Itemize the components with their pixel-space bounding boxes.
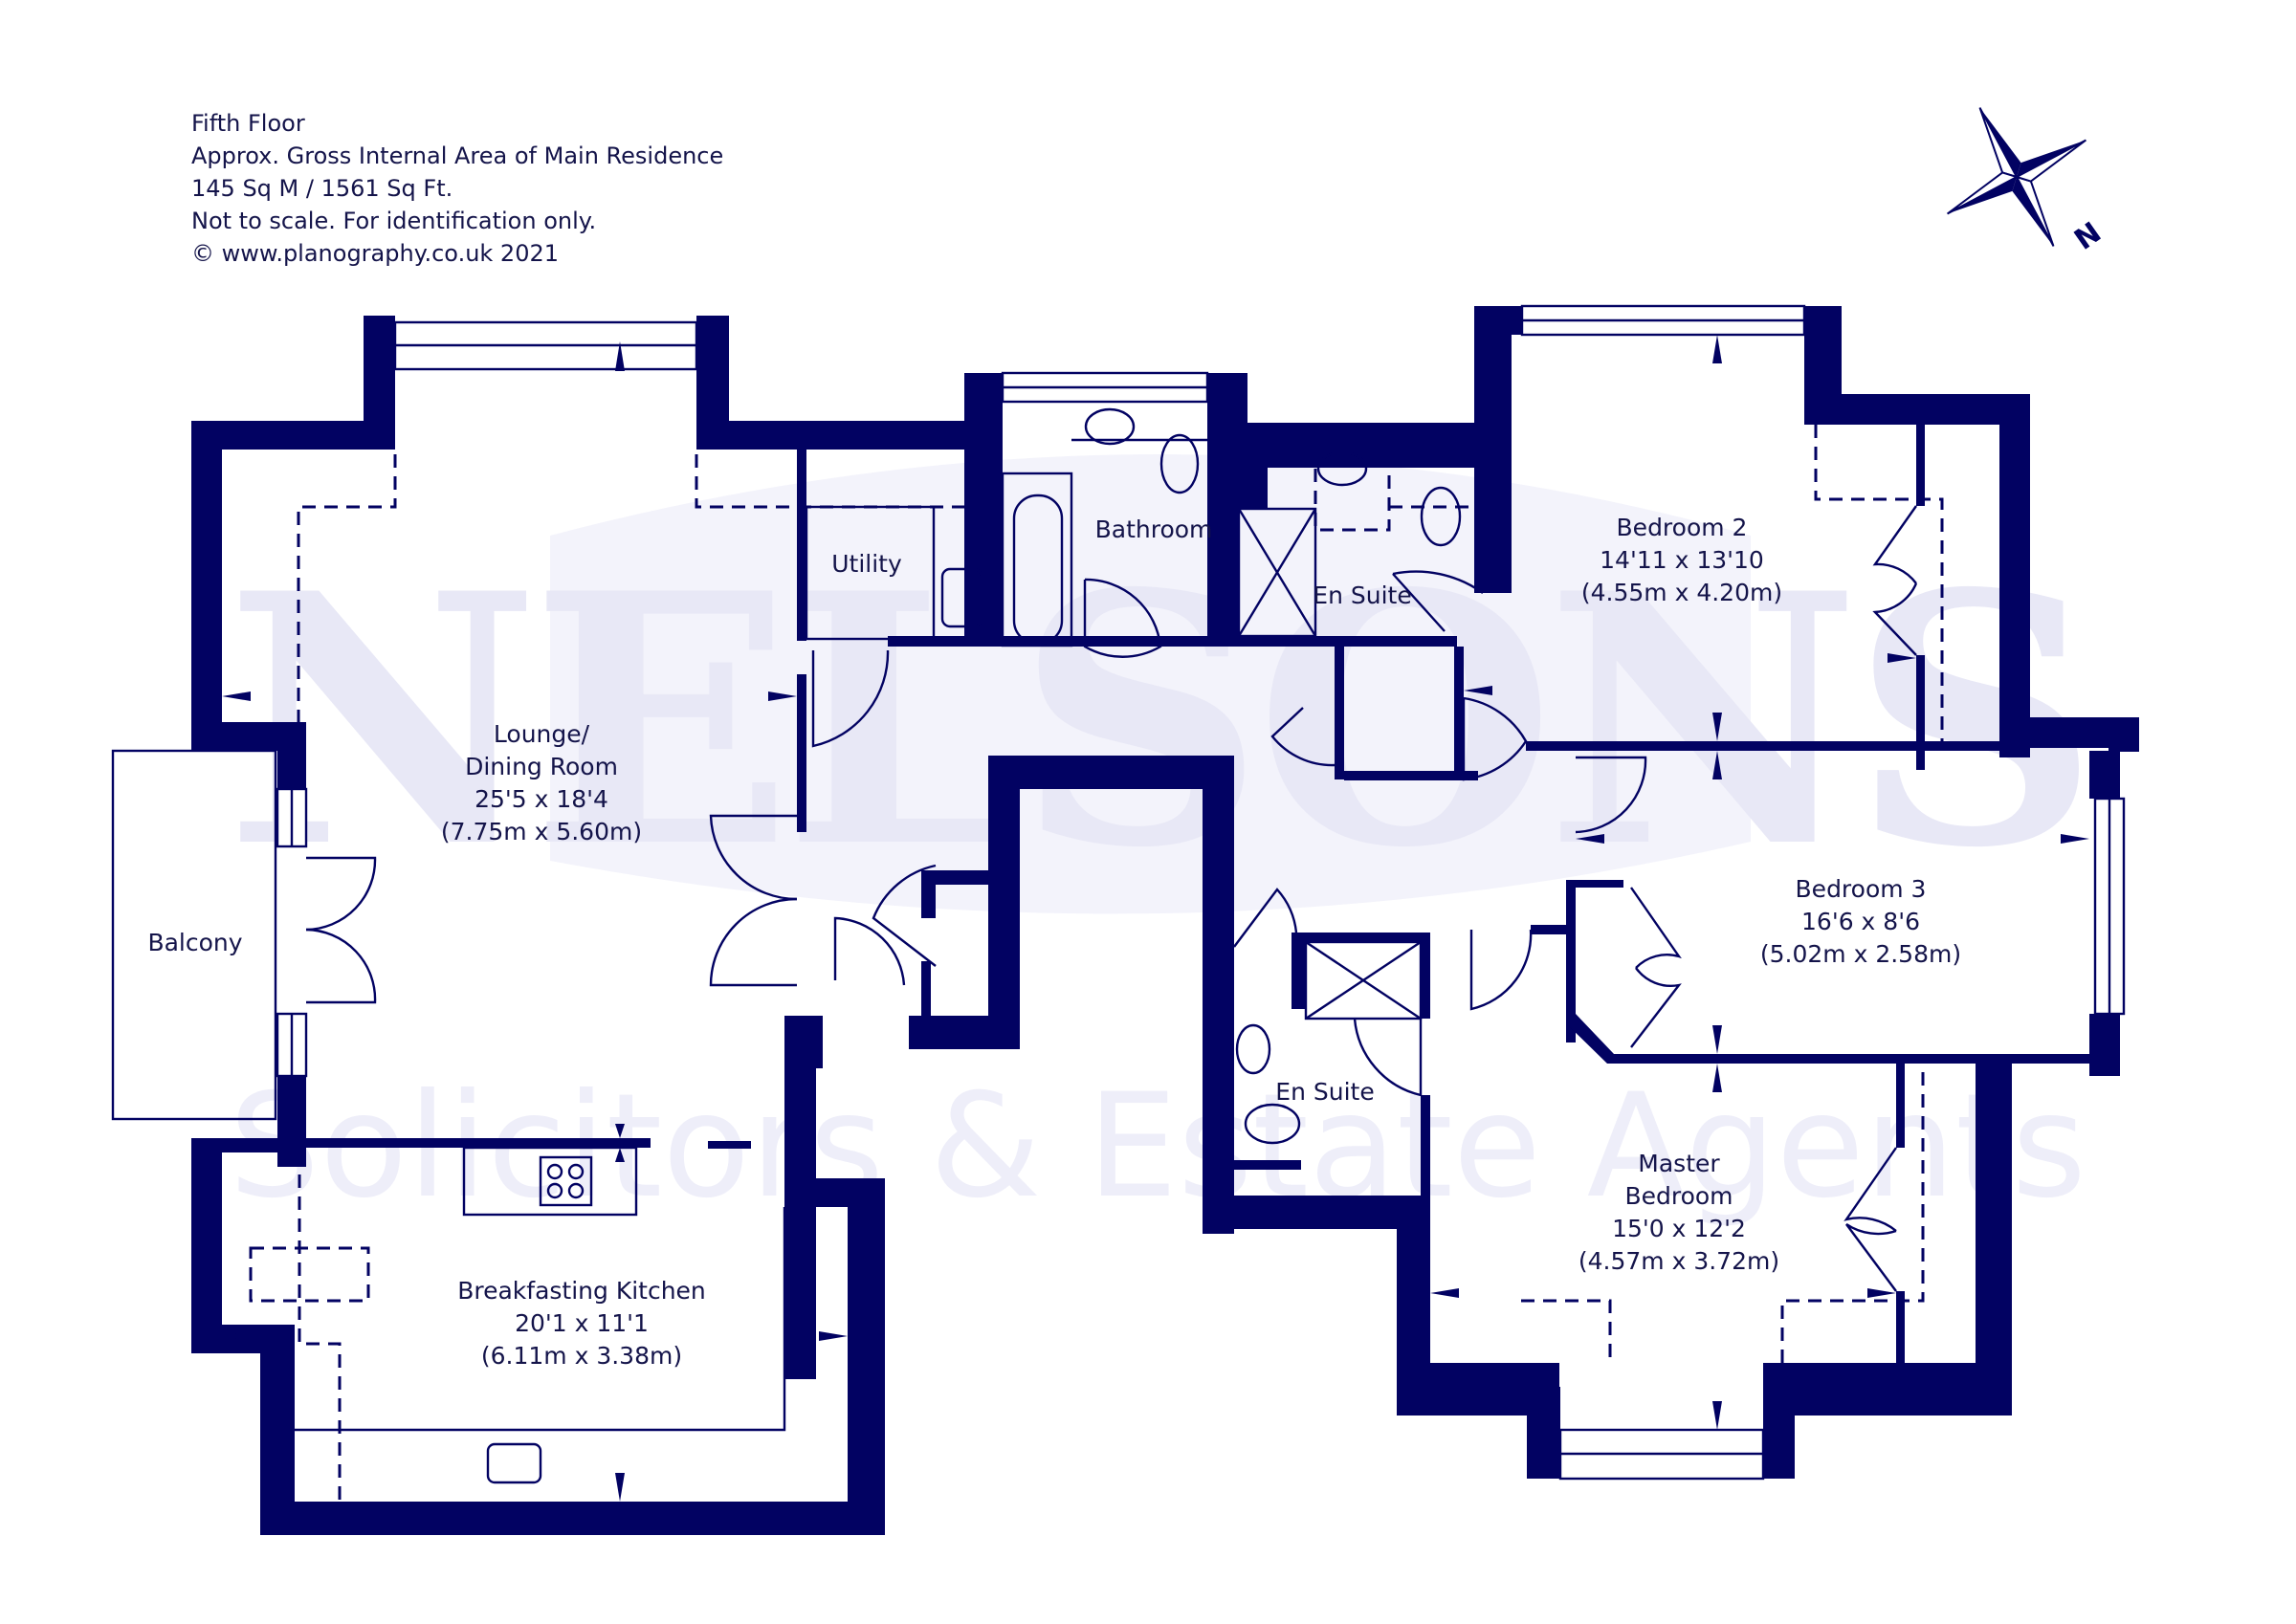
balcony-name: Balcony xyxy=(147,929,242,956)
lounge-imperial: 25'5 x 18'4 xyxy=(475,785,608,813)
utility-name: Utility xyxy=(831,550,902,578)
area-title: Approx. Gross Internal Area of Main Resi… xyxy=(191,143,724,169)
lounge-name-1: Lounge/ xyxy=(494,720,590,748)
lounge-metric: (7.75m x 5.60m) xyxy=(441,818,642,845)
ensuite2-name: En Suite xyxy=(1275,1078,1374,1106)
kitchen-imperial: 20'1 x 11'1 xyxy=(515,1309,649,1337)
room-labels: Lounge/ Dining Room 25'5 x 18'4 (7.75m x… xyxy=(147,514,1961,1370)
balcony-outline xyxy=(111,749,277,1121)
doors xyxy=(305,505,1918,1292)
compass-rose-icon xyxy=(1946,107,2087,247)
kitchen-metric: (6.11m x 3.38m) xyxy=(481,1342,682,1370)
kitchen-name: Breakfasting Kitchen xyxy=(457,1277,706,1305)
bedroom2-metric: (4.55m x 4.20m) xyxy=(1581,579,1782,606)
walls xyxy=(191,306,2139,1535)
ensuite1-name: En Suite xyxy=(1313,582,1411,609)
bedroom2-imperial: 14'11 x 13'10 xyxy=(1600,546,1764,574)
bedroom3-imperial: 16'6 x 8'6 xyxy=(1801,908,1920,935)
bedroom3-metric: (5.02m x 2.58m) xyxy=(1760,940,1961,968)
master-imperial: 15'0 x 12'2 xyxy=(1612,1215,1746,1242)
master-metric: (4.57m x 3.72m) xyxy=(1578,1247,1779,1275)
windows xyxy=(276,304,2126,1481)
floor-label: Fifth Floor xyxy=(191,110,305,137)
bedroom3-name: Bedroom 3 xyxy=(1796,875,1927,903)
master-name-1: Master xyxy=(1638,1150,1720,1177)
dashed-outlines xyxy=(249,425,1944,1502)
plan-info: Fifth Floor Approx. Gross Internal Area … xyxy=(191,107,723,270)
compass-north-label: N xyxy=(2068,216,2108,257)
bedroom2-name: Bedroom 2 xyxy=(1617,514,1748,541)
master-name-2: Bedroom xyxy=(1624,1182,1733,1210)
disclaimer: Not to scale. For identification only. xyxy=(191,208,597,234)
lounge-name-2: Dining Room xyxy=(465,753,618,780)
area-value: 145 Sq M / 1561 Sq Ft. xyxy=(191,175,453,202)
dimension-arrows xyxy=(222,335,2089,1502)
bathroom-name: Bathroom xyxy=(1095,516,1213,543)
fixtures xyxy=(295,407,1462,1484)
copyright: © www.planography.co.uk 2021 xyxy=(191,240,560,267)
watermark-brand: NELSONS xyxy=(225,518,2089,923)
